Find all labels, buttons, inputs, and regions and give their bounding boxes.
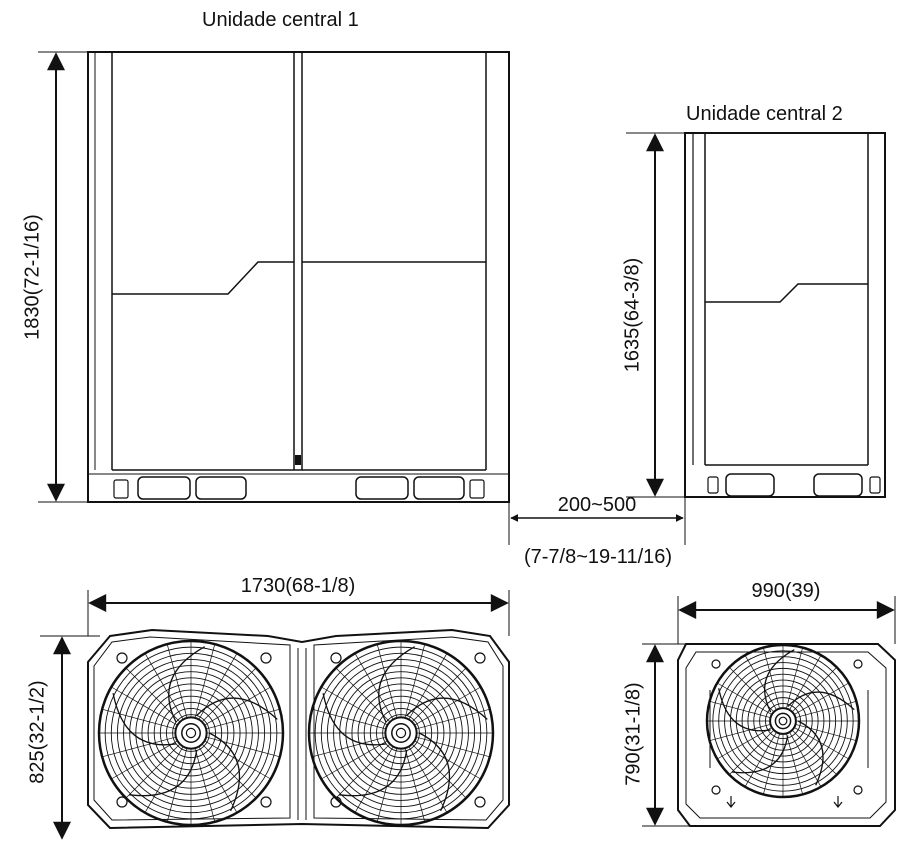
mount-hole	[116, 796, 128, 808]
unit1-width-label: 1730(68-1/8)	[241, 575, 356, 597]
mount-hole	[711, 785, 721, 795]
unit1-front-view	[87, 51, 510, 545]
unit2-width-label: 990(39)	[752, 580, 821, 602]
mount-hole	[711, 659, 721, 669]
mount-hole	[330, 796, 342, 808]
unit2-height-label: 1635(64-3/8)	[621, 258, 643, 373]
unit1-top-view	[87, 628, 510, 830]
mount-hole	[330, 652, 342, 664]
unit2-title: Unidade central 2	[686, 103, 843, 125]
mount-hole	[474, 796, 486, 808]
unit1-height-label: 1830(72-1/16)	[21, 214, 43, 340]
fan-single	[705, 643, 861, 799]
unit1-depth-label: 825(32-1/2)	[26, 680, 48, 783]
drain-arrow-icon	[726, 796, 736, 808]
mount-hole	[474, 652, 486, 664]
fan-right	[307, 639, 495, 827]
spacing-mm-label: 200~500	[558, 494, 636, 516]
mount-hole	[260, 652, 272, 664]
unit2-top-view	[677, 643, 896, 827]
unit2-depth-label: 790(31-1/8)	[622, 682, 644, 785]
mount-hole	[260, 796, 272, 808]
drain-arrow-icon	[833, 796, 843, 808]
dimension-lines	[38, 51, 896, 840]
mount-hole	[116, 652, 128, 664]
fan-left	[97, 639, 285, 827]
mount-hole	[853, 659, 863, 669]
mount-hole	[853, 785, 863, 795]
unit1-title: Unidade central 1	[202, 9, 359, 31]
unit2-front-view	[684, 132, 886, 545]
spacing-inch-label: (7-7/8~19-11/16)	[524, 546, 672, 568]
